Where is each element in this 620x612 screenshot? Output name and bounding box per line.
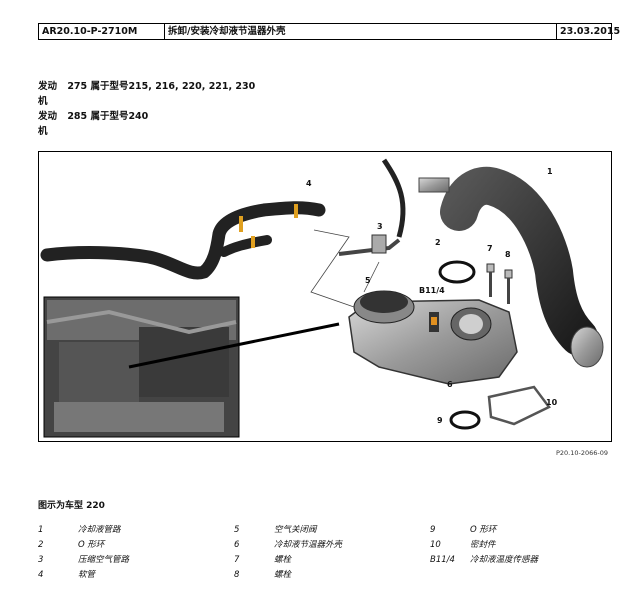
bolt-part [504, 269, 513, 304]
hose-branch [219, 235, 272, 257]
document-title: 拆卸/安装冷却液节温器外壳 [165, 24, 557, 39]
callout-9: 9 [437, 416, 443, 425]
engine-line-1: 发动机 275 属于型号215, 216, 220, 221, 230 [38, 79, 258, 109]
callout-8: 8 [505, 250, 511, 259]
callout-2: 2 [435, 238, 441, 247]
hose-part [40, 201, 326, 280]
callout-7: 7 [487, 244, 493, 253]
engine-line-2: 发动机 285 属于型号240 [38, 109, 258, 139]
engine-text: 285 属于型号240 [67, 111, 149, 122]
air-line-part [381, 158, 406, 238]
callout-1: 1 [547, 167, 553, 176]
document-header: AR20.10-P-2710M 拆卸/安装冷却液节温器外壳 23.03.2015 [38, 23, 620, 40]
callout-3: 3 [377, 222, 383, 231]
coolant-pipe-part [440, 166, 598, 356]
callout-b11-4: B11/4 [419, 286, 445, 295]
bolt-part [486, 263, 495, 297]
engine-bay-photo [43, 296, 240, 438]
exploded-view-figure: 1 2 3 4 5 6 7 8 9 10 B11/4 [38, 151, 612, 442]
figure-caption: 图示为车型 220 [38, 501, 105, 511]
engine-applicability: 发动机 275 属于型号215, 216, 220, 221, 230 发动机 … [38, 79, 258, 139]
figure-reference: P20.10-2066-09 [555, 449, 608, 457]
document-date: 23.03.2015 [560, 26, 620, 37]
o-ring-part [449, 410, 481, 430]
seal-part [487, 385, 551, 426]
engine-label: 发动机 [38, 111, 58, 137]
callout-10: 10 [546, 398, 558, 407]
o-ring-part [438, 260, 476, 284]
callout-5: 5 [365, 276, 371, 285]
callout-4: 4 [306, 179, 312, 188]
document-id: AR20.10-P-2710M [39, 24, 165, 39]
engine-label: 发动机 [38, 81, 58, 107]
engine-text: 275 属于型号215, 216, 220, 221, 230 [67, 81, 256, 92]
figure-drawing [40, 158, 604, 438]
callout-6: 6 [447, 380, 453, 389]
